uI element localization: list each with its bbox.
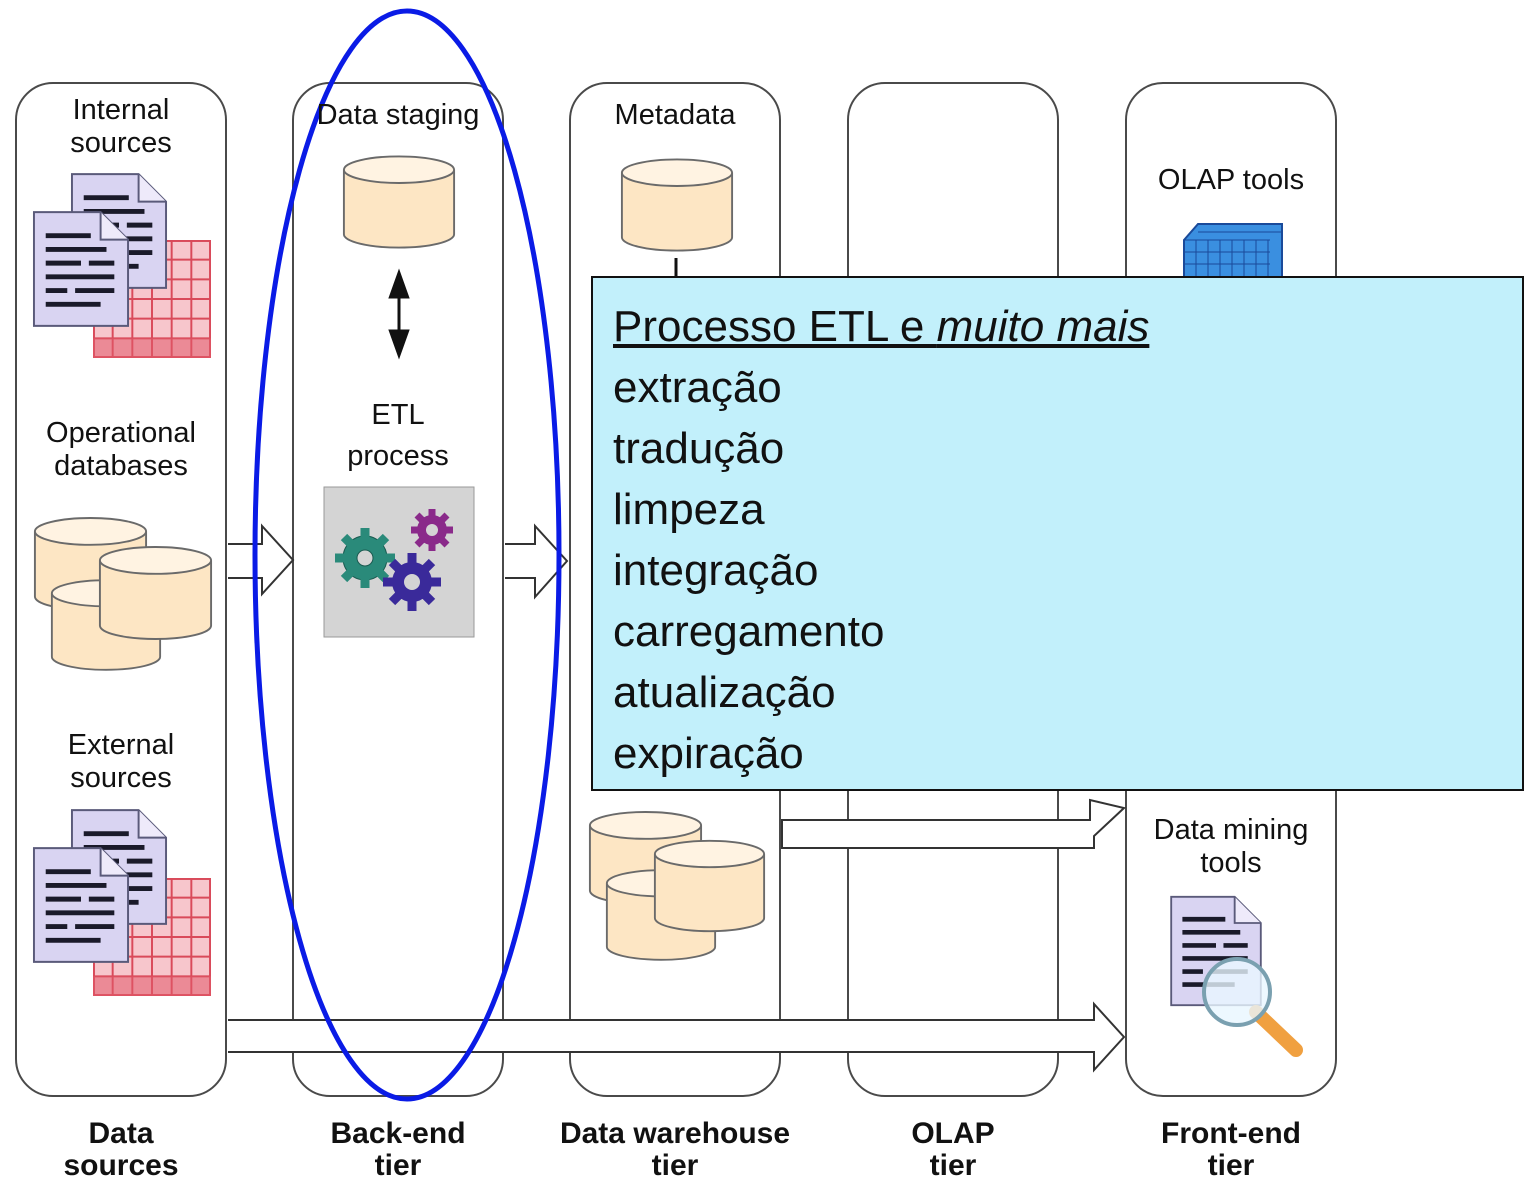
data-sources-tier-panel <box>15 82 227 1097</box>
callout-item: atualização <box>613 668 836 717</box>
callout-title-italic: muito mais <box>936 302 1150 351</box>
footer-front-end-tier: Front-end tier <box>1161 1117 1301 1182</box>
flow-arrow-backend-to-warehouse <box>505 523 569 600</box>
internal-sources-label: Internal sources <box>70 94 172 159</box>
footer-data-warehouse-tier: Data warehouse tier <box>559 1117 791 1182</box>
back-end-tier-panel <box>292 82 504 1097</box>
callout-title-plain: Processo ETL e <box>613 302 937 351</box>
callout-item: tradução <box>613 424 785 473</box>
metadata-label: Metadata <box>614 99 736 131</box>
callout-item: extração <box>613 363 782 412</box>
data-mining-tools-label: Data mining tools <box>1153 814 1309 879</box>
callout-item: expiração <box>613 729 804 778</box>
etl-callout-box: Processo ETL e muito mais extração tradu… <box>591 276 1524 791</box>
callout-title: Processo ETL e muito mais <box>613 296 1502 357</box>
external-sources-label: External sources <box>67 729 175 794</box>
callout-item: carregamento <box>613 607 885 656</box>
olap-tools-label: OLAP tools <box>1157 164 1305 196</box>
callout-item: integração <box>613 546 819 595</box>
flow-arrow-sources-to-backend <box>228 523 295 597</box>
footer-back-end-tier: Back-end tier <box>330 1117 466 1182</box>
etl-process-label: ETL process <box>347 399 449 472</box>
data-staging-label: Data staging <box>316 99 480 131</box>
operational-databases-label: Operational databases <box>46 417 196 482</box>
footer-olap-tier: OLAP tier <box>911 1117 995 1182</box>
footer-data-sources: Data sources <box>63 1117 179 1182</box>
callout-item: limpeza <box>613 485 765 534</box>
